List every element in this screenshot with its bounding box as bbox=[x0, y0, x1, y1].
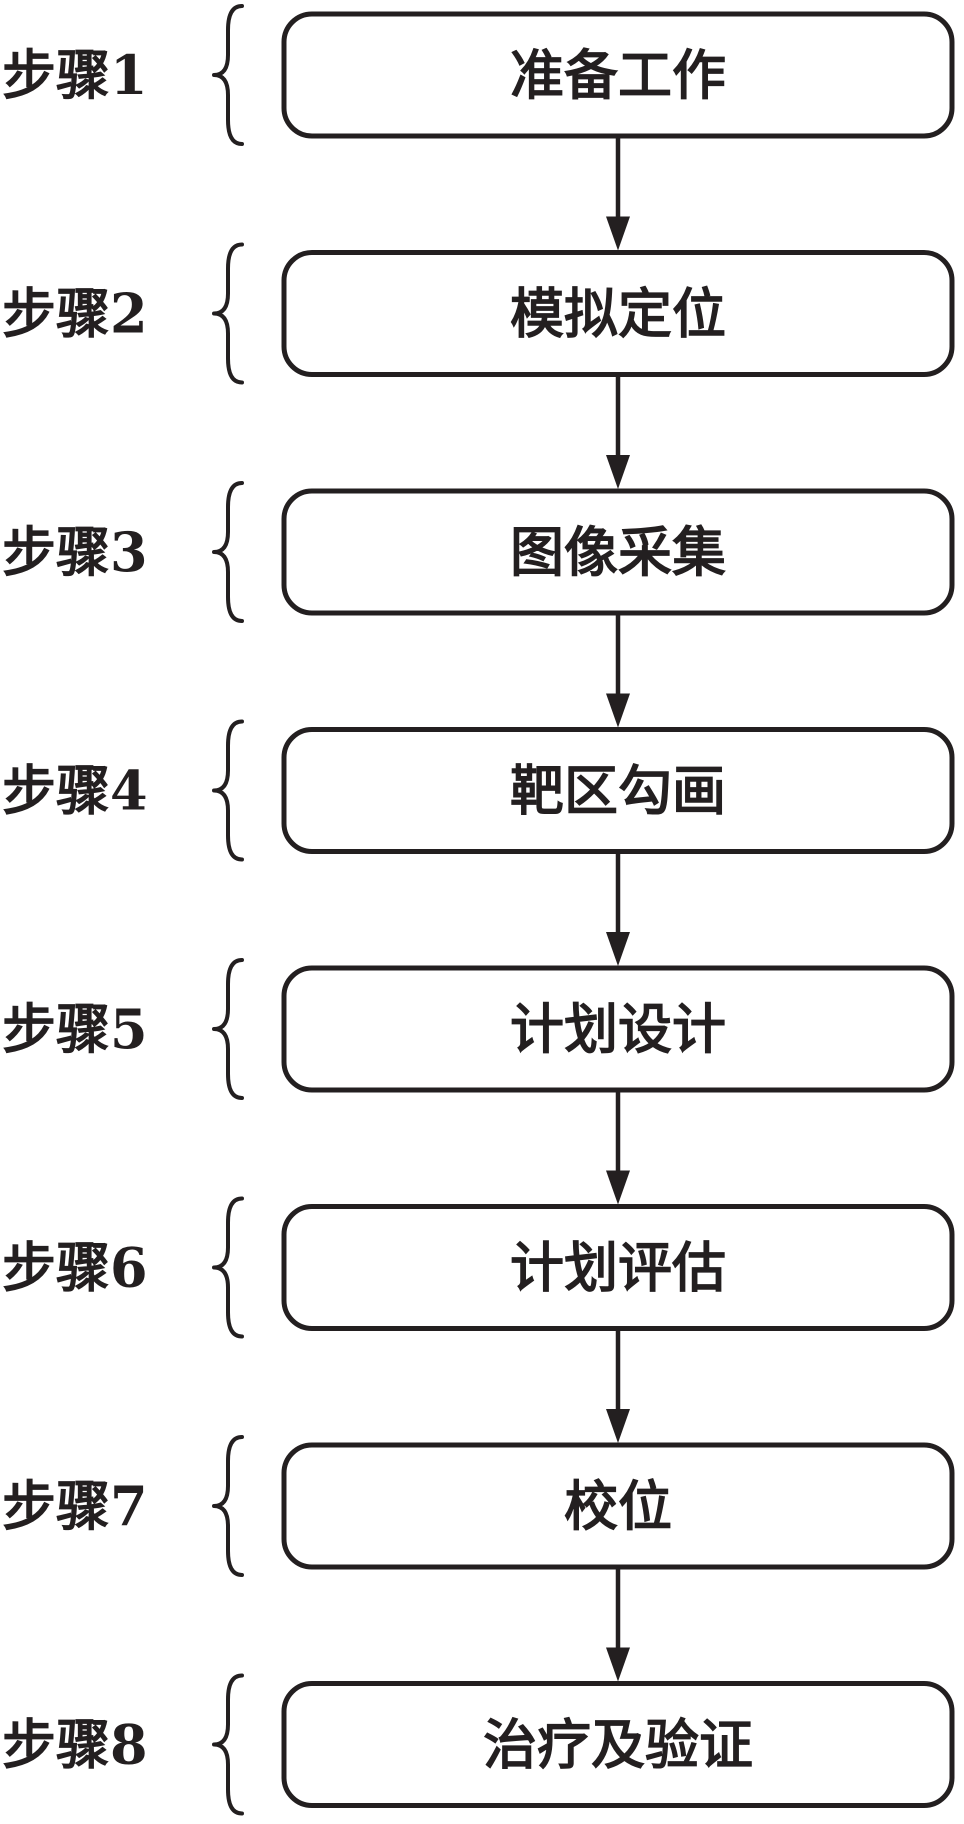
step-box bbox=[281, 965, 955, 1093]
connector-arrow bbox=[606, 1092, 630, 1205]
step-box bbox=[281, 1204, 955, 1331]
brace bbox=[212, 1196, 244, 1339]
connector-arrow bbox=[606, 853, 630, 966]
step-label: 步骤6 bbox=[2, 1236, 148, 1300]
step-box bbox=[281, 1442, 955, 1570]
brace bbox=[212, 481, 244, 623]
connector-arrow bbox=[606, 376, 630, 489]
step-box bbox=[281, 488, 955, 616]
flow-step: 步骤3 图像采集 bbox=[2, 481, 955, 623]
step-box bbox=[281, 727, 955, 854]
connector-arrow bbox=[606, 1569, 630, 1682]
step-label: 步骤7 bbox=[2, 1474, 148, 1538]
arrow-head-icon bbox=[606, 693, 630, 728]
brace bbox=[212, 1673, 244, 1816]
flow-step: 步骤7 校位 bbox=[2, 1435, 955, 1577]
step-box-text: 计划评估 bbox=[510, 1236, 726, 1300]
step-label: 步骤4 bbox=[2, 759, 148, 823]
arrow-head-icon bbox=[606, 1409, 630, 1443]
connector-arrow bbox=[606, 615, 630, 728]
step-label: 步骤2 bbox=[2, 282, 148, 346]
step-label: 步骤1 bbox=[2, 43, 148, 107]
step-box bbox=[281, 11, 955, 139]
step-label: 步骤5 bbox=[2, 997, 148, 1061]
flow-step: 步骤1 准备工作 bbox=[2, 4, 955, 146]
flow-step: 步骤2 模拟定位 bbox=[2, 242, 955, 385]
flow-step: 步骤6 计划评估 bbox=[2, 1196, 955, 1339]
arrow-head-icon bbox=[606, 1647, 630, 1682]
arrow-head-icon bbox=[606, 1170, 630, 1205]
step-box-text: 治疗及验证 bbox=[483, 1713, 753, 1777]
step-label: 步骤3 bbox=[2, 520, 148, 584]
arrow-head-icon bbox=[606, 216, 630, 251]
step-box bbox=[281, 250, 955, 377]
connector-arrow bbox=[606, 1330, 630, 1443]
step-box-text: 图像采集 bbox=[510, 520, 726, 584]
step-box bbox=[281, 1681, 955, 1808]
step-box-text: 计划设计 bbox=[510, 997, 726, 1061]
brace bbox=[212, 4, 244, 146]
arrow-head-icon bbox=[606, 455, 630, 489]
brace bbox=[212, 242, 244, 385]
step-label: 步骤8 bbox=[2, 1713, 148, 1777]
flow-step: 步骤5 计划设计 bbox=[2, 958, 955, 1100]
arrow-head-icon bbox=[606, 932, 630, 966]
brace bbox=[212, 958, 244, 1100]
step-box-text: 校位 bbox=[564, 1474, 672, 1538]
step-box-text: 模拟定位 bbox=[510, 282, 726, 346]
brace bbox=[212, 1435, 244, 1577]
flow-step: 步骤8 治疗及验证 bbox=[2, 1673, 955, 1816]
flow-step: 步骤4 靶区勾画 bbox=[2, 719, 955, 862]
step-box-text: 靶区勾画 bbox=[510, 759, 726, 823]
connector-arrow bbox=[606, 138, 630, 251]
brace bbox=[212, 719, 244, 862]
step-box-text: 准备工作 bbox=[510, 43, 726, 107]
